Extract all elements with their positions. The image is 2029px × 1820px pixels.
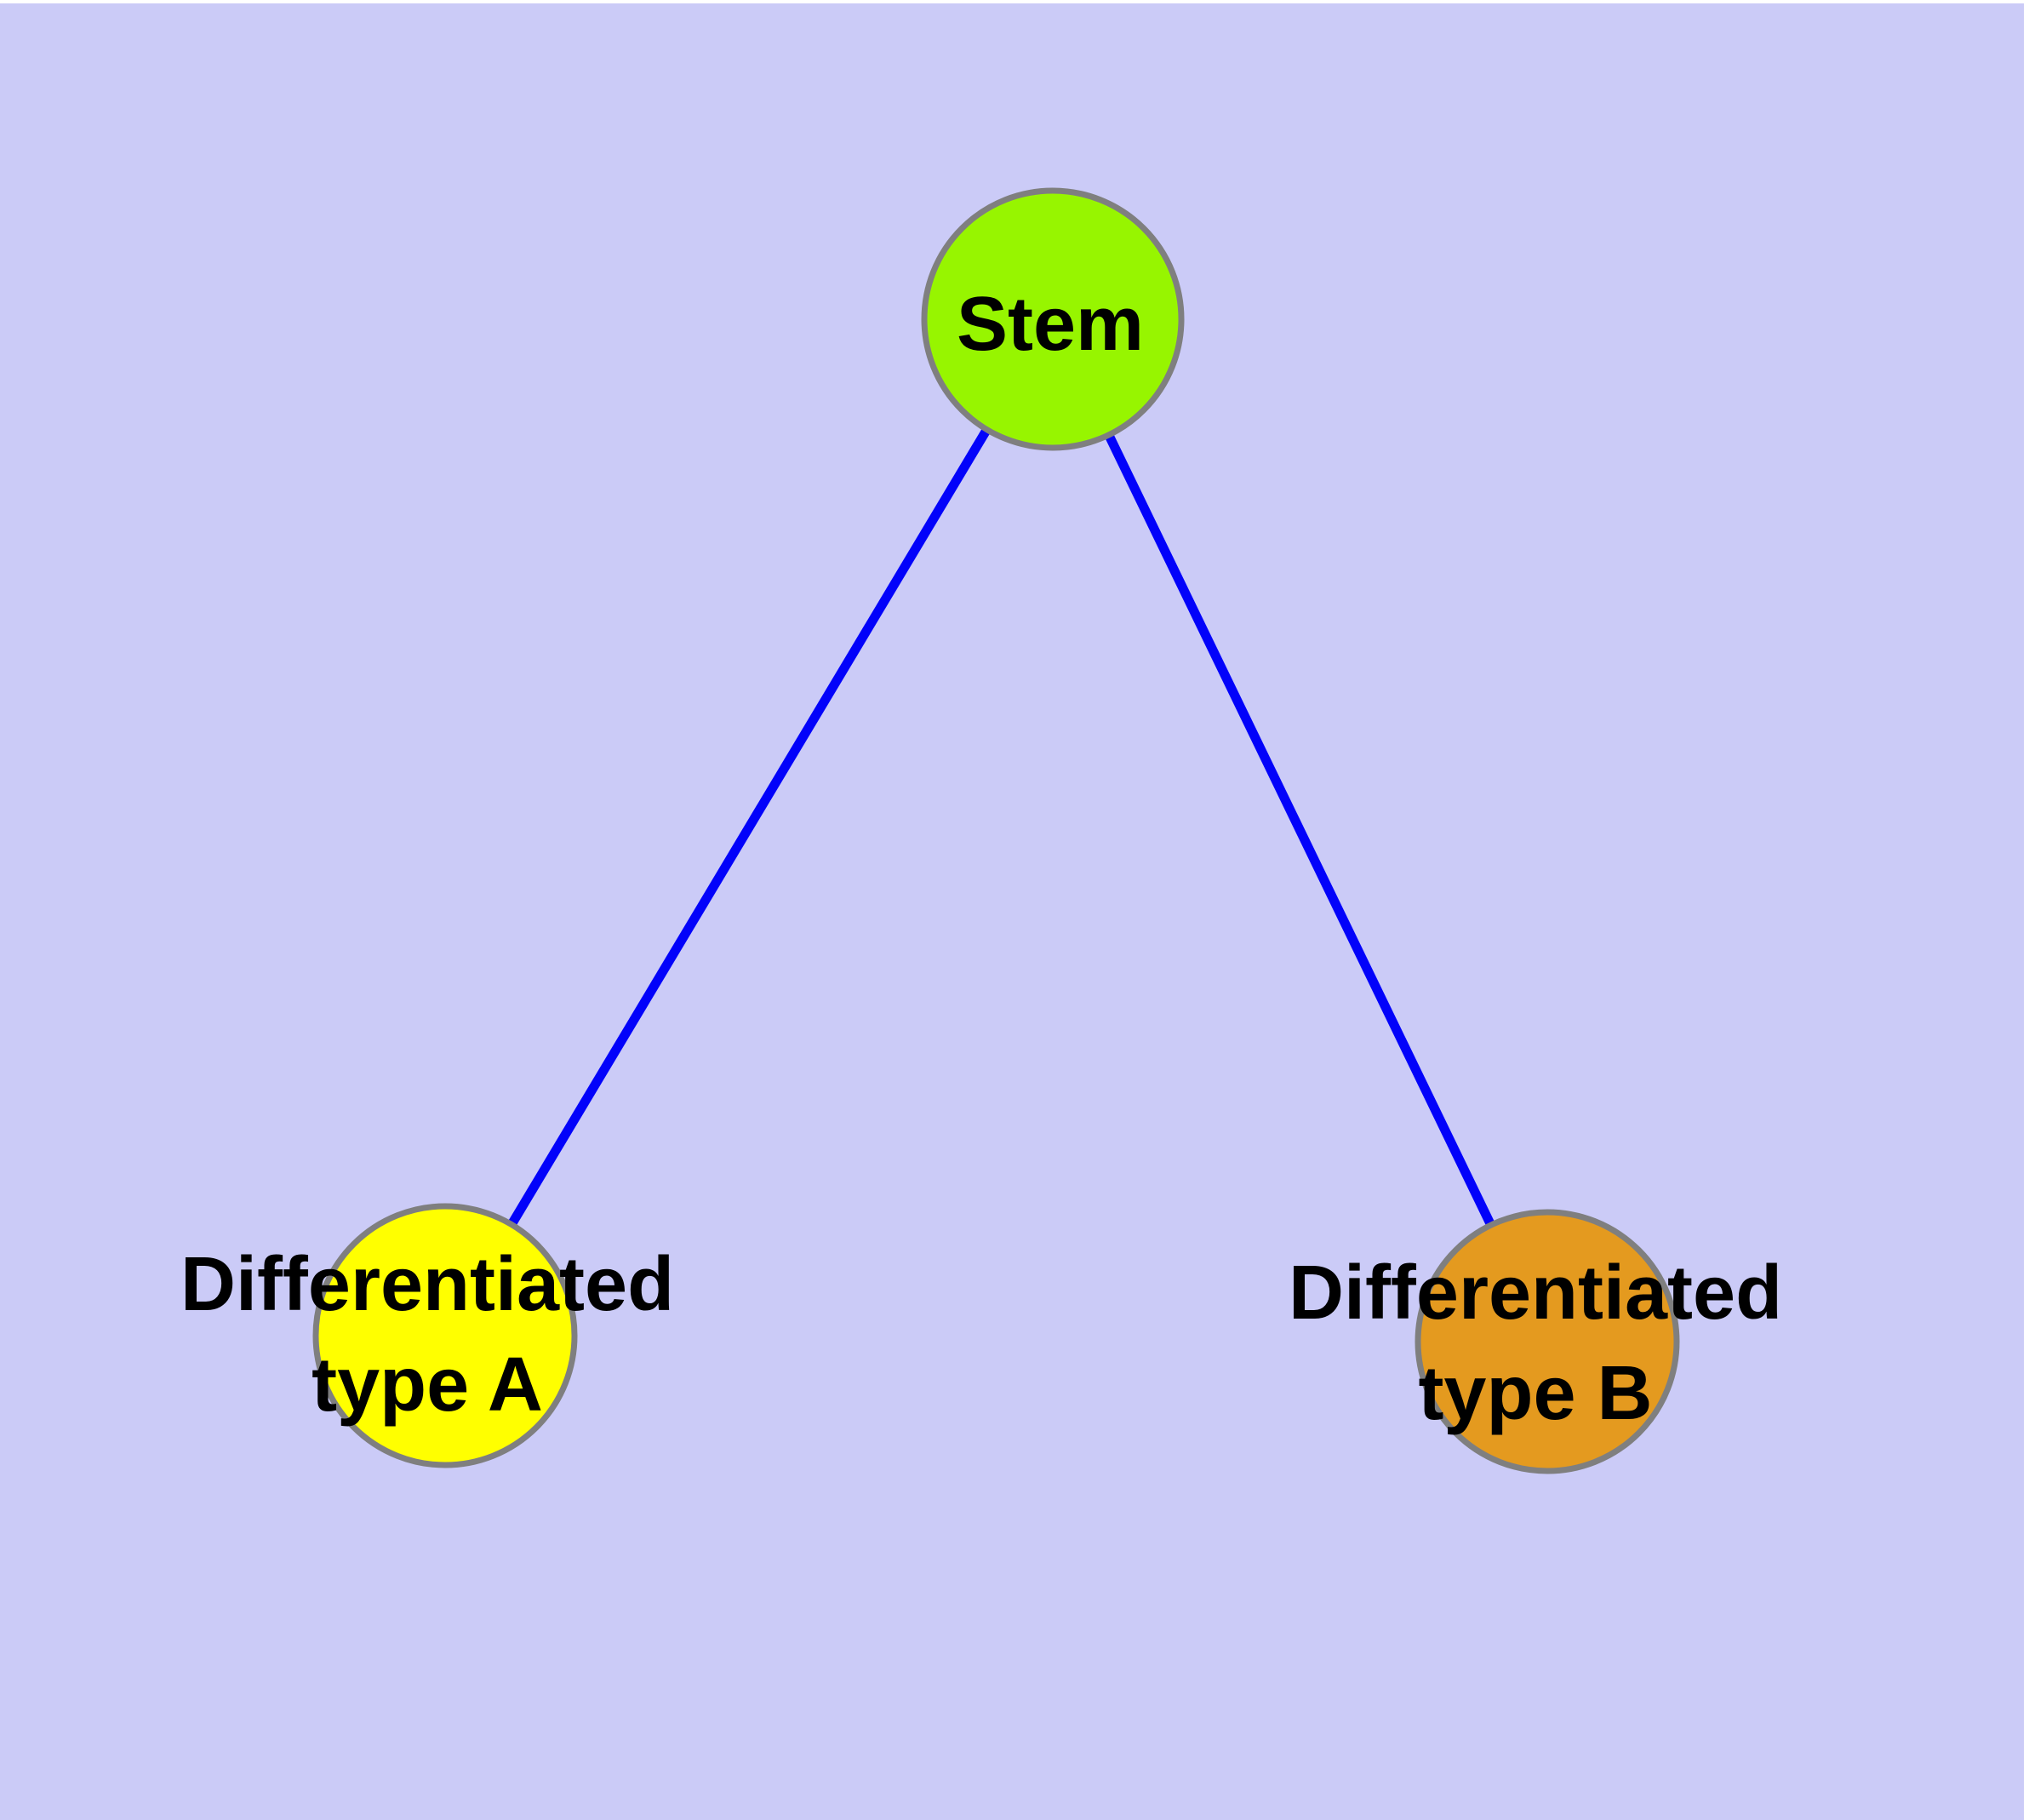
node-differentiated-type-a-circle	[312, 1203, 578, 1468]
edges-layer	[441, 317, 1552, 1344]
edge-stem-to-type-b	[1049, 317, 1552, 1344]
edge-stem-to-type-a	[441, 317, 1057, 1338]
node-stem-circle	[921, 187, 1185, 451]
nodes-layer	[312, 187, 1680, 1474]
diagram-background: Stem Differentiated type A Differentiate…	[0, 3, 2024, 1820]
graph-canvas	[312, 187, 1680, 1474]
node-differentiated-type-b-circle	[1415, 1209, 1680, 1474]
